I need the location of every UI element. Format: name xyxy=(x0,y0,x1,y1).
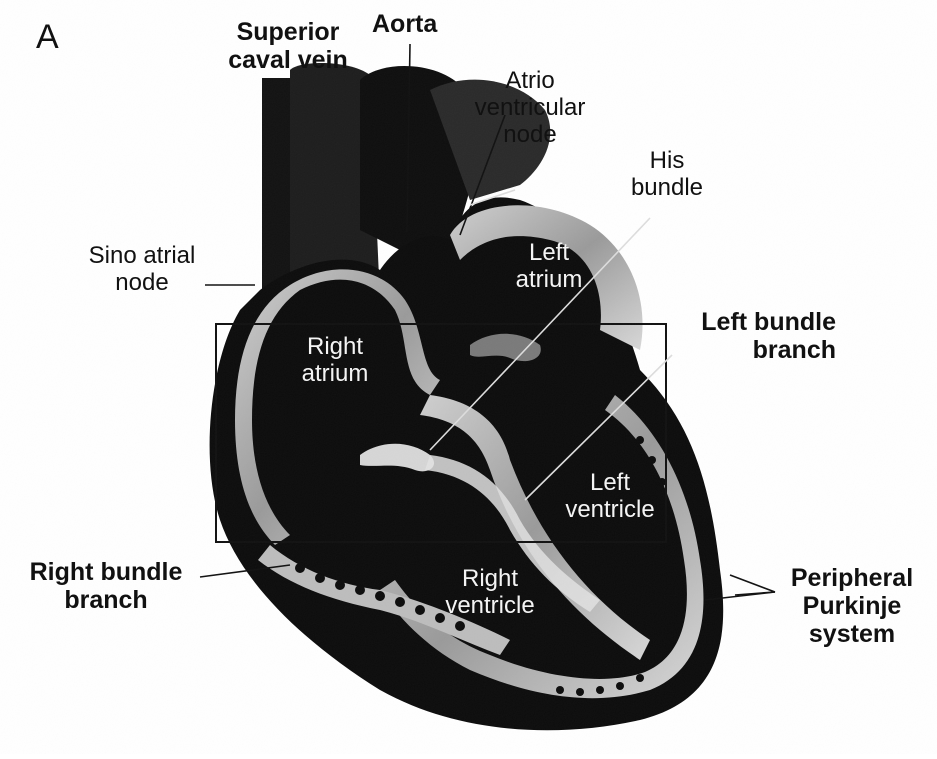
label-purkinje-line1: Peripheral xyxy=(772,564,932,592)
label-left-ventricle-line1: Left xyxy=(545,470,675,497)
label-av-node-line3: node xyxy=(450,122,610,149)
label-right-bundle-branch: Right bundle branch xyxy=(8,558,204,614)
label-superior-caval-vein: Superior caval vein xyxy=(213,18,363,74)
label-left-atrium-line1: Left xyxy=(484,240,614,267)
label-left-bundle-branch-line2: branch xyxy=(660,336,836,364)
label-right-atrium-line2: atrium xyxy=(270,361,400,388)
label-left-bundle-branch-line1: Left bundle xyxy=(660,308,836,336)
label-left-atrium-line2: atrium xyxy=(484,267,614,294)
label-left-ventricle-line2: ventricle xyxy=(545,497,675,524)
label-right-ventricle: Right ventricle xyxy=(425,566,555,620)
label-atrioventricular-node: Atrio ventricular node xyxy=(450,68,610,149)
label-his-bundle-line2: bundle xyxy=(612,175,722,202)
label-his-bundle-line1: His xyxy=(612,148,722,175)
label-purkinje-line3: system xyxy=(772,620,932,648)
label-left-ventricle: Left ventricle xyxy=(545,470,675,524)
label-right-bundle-branch-line2: branch xyxy=(8,586,204,614)
label-peripheral-purkinje-system: Peripheral Purkinje system xyxy=(772,564,932,648)
label-purkinje-line2: Purkinje xyxy=(772,592,932,620)
label-av-node-line2: ventricular xyxy=(450,95,610,122)
label-aorta: Aorta xyxy=(372,10,437,38)
label-sa-node-line2: node xyxy=(62,270,222,297)
label-right-bundle-branch-line1: Right bundle xyxy=(8,558,204,586)
label-superior-caval-vein-line2: caval vein xyxy=(213,46,363,74)
label-right-ventricle-line2: ventricle xyxy=(425,593,555,620)
label-sa-node-line1: Sino atrial xyxy=(62,243,222,270)
label-right-atrium-line1: Right xyxy=(270,334,400,361)
label-left-bundle-branch: Left bundle branch xyxy=(660,308,836,364)
label-left-atrium: Left atrium xyxy=(484,240,614,294)
label-his-bundle: His bundle xyxy=(612,148,722,202)
label-right-atrium: Right atrium xyxy=(270,334,400,388)
label-right-ventricle-line1: Right xyxy=(425,566,555,593)
label-sinoatrial-node: Sino atrial node xyxy=(62,243,222,297)
panel-letter: A xyxy=(36,18,59,56)
label-superior-caval-vein-line1: Superior xyxy=(213,18,363,46)
label-av-node-line1: Atrio xyxy=(450,68,610,95)
